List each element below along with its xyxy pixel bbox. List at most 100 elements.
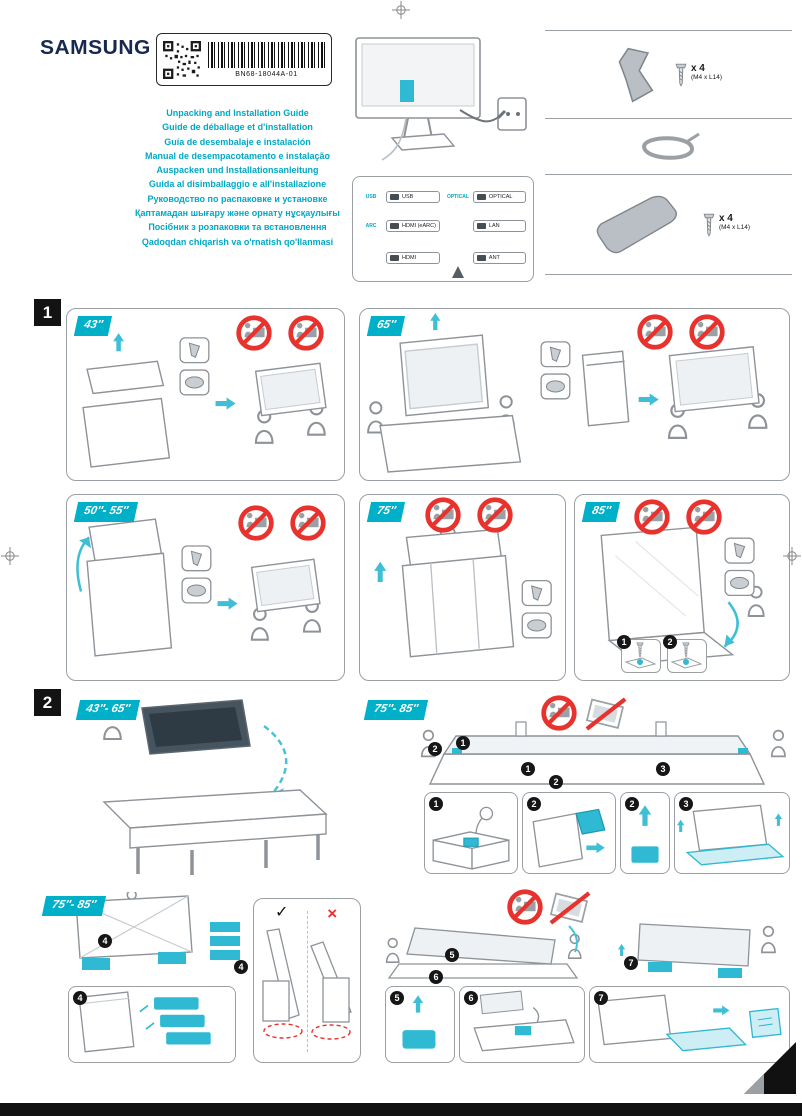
detail-step-1: 1 [424, 792, 518, 874]
arrow-up-icon [374, 561, 387, 582]
step-badge: 2 [549, 775, 563, 789]
panel-unpack-85: 85″ 1 2 [574, 494, 790, 681]
detail-step-4: 4 [68, 986, 236, 1063]
accessory-row-stand-neck: x 4 (M4 x L14) [545, 36, 792, 114]
table-icon [102, 789, 328, 875]
registration-mark-right [783, 547, 801, 565]
barcode [208, 41, 325, 68]
step-badge: 3 [656, 762, 670, 776]
step-badge: 2 [428, 742, 442, 756]
wrong-placement: × [308, 905, 358, 1058]
place-face-down-illustration [420, 721, 786, 785]
screw-icon [675, 63, 687, 87]
lan-port: LAN [472, 219, 526, 232]
tv-in-box-icon [401, 528, 515, 658]
packed-tv-icon [581, 350, 630, 427]
divider [545, 174, 792, 175]
unpack-43-illustration [82, 333, 327, 468]
raise-tv-scene: 5 6 [385, 920, 585, 984]
settop-device-icon [360, 258, 382, 259]
screw-spec: (M4 x L14) [718, 224, 751, 231]
usb-device-icon: USB [365, 194, 377, 200]
part-number: BN68-18044A-01 [235, 70, 298, 78]
title-line: Guía de desembalaje e instalación [164, 136, 311, 147]
detail-step-3: 3 [674, 792, 790, 874]
no-grab-screen-icon [540, 694, 578, 732]
check-mark: ✓ [275, 904, 289, 921]
screw-icon [703, 213, 715, 237]
arrow-up-icon [677, 819, 685, 832]
title-line: Unpacking and Installation Guide [166, 108, 309, 118]
barcode-group: BN68-18044A-01 [208, 41, 325, 78]
no-press-panel-icon [289, 504, 327, 542]
step-badge: 1 [617, 635, 631, 649]
no-press-panel-icon [476, 496, 514, 534]
step-badge: 1 [429, 797, 443, 811]
arrow-up-icon [638, 805, 652, 826]
size-tag-75-85: 75″- 85″ [363, 700, 428, 720]
accessory-row-cable-holder [545, 124, 792, 170]
arrow-right-icon [638, 393, 659, 406]
panel-unpack-65: 65″ [359, 308, 790, 481]
tv-icon [668, 346, 760, 413]
screw-set: x 4 (M4 x L14) [675, 63, 722, 87]
screw-detail-icon [670, 642, 703, 669]
no-press-panel-icon [287, 314, 325, 352]
size-tag-75: 75″ [366, 502, 406, 522]
person-icon [770, 729, 786, 758]
arrow-right-icon [217, 597, 238, 610]
arrow-up-icon [430, 313, 441, 331]
port-cell-optical: OPTICAL OPTICAL [447, 184, 526, 209]
panel-unpack-43: 43″ [66, 308, 345, 481]
step-badge: 2 [663, 635, 677, 649]
cross-mark: × [327, 904, 338, 923]
no-grab-screen-icon [636, 313, 674, 351]
raise-tv-illustration [385, 925, 582, 979]
divider [306, 911, 308, 1052]
upright-tv-illustration [618, 923, 776, 978]
bottom-trim-bar [0, 1103, 802, 1116]
arrow-right-icon [586, 842, 605, 854]
port-cell-hdmi: HDMI [360, 242, 440, 274]
sheet-remove-illustration [597, 994, 782, 1052]
screw-spec: (M4 x L14) [690, 74, 723, 81]
foam-clip-illustration [402, 995, 436, 1049]
box-platform-icon [428, 753, 766, 785]
ant-port: ANT [472, 252, 526, 264]
arrow-up-icon [113, 333, 125, 352]
step-badge: 5 [445, 948, 459, 962]
no-grab-screen-icon [633, 498, 671, 536]
upright-tv-scene: 7 [600, 920, 792, 984]
title-line: Auspacken und Installationsanleitung [156, 165, 319, 176]
stand-parts-icon [521, 579, 552, 639]
unpack-75-illustration [374, 506, 552, 658]
foam-remove-illustration [532, 808, 606, 868]
arrow-up-icon [412, 995, 424, 1013]
stand-parts-icon [540, 341, 571, 400]
tv-in-box-icon [379, 334, 522, 473]
size-tag-43: 43″ [73, 316, 113, 336]
person-icon [760, 925, 776, 954]
panel-unpack-75: 75″ [359, 494, 566, 681]
screw-set: x 4 (M4 x L14) [703, 213, 750, 237]
cable-guide-icon [400, 80, 414, 102]
accessory-row-stand-base: x 4 (M4 x L14) [545, 182, 792, 268]
title-line: Guide de déballage et d'installation [162, 122, 313, 133]
step-badge: 4 [73, 991, 87, 1005]
foam-stack-illustration [78, 991, 211, 1053]
port-hole-icon [390, 222, 399, 229]
title-line: Manual de desempacotamento e instalação [144, 150, 331, 161]
correct-placement: ✓ [257, 905, 307, 1058]
screw-qty: x 4 [690, 63, 705, 74]
hdmi-port: HDMI [386, 252, 440, 264]
port-cell-hdmi-earc: ARC HDMI (eARC) [360, 213, 440, 238]
step-badge: 5 [390, 991, 404, 1005]
antenna-device-icon [447, 248, 469, 278]
foam-lift-illustration [631, 805, 659, 863]
step-badge: 7 [594, 991, 608, 1005]
hdmi-earc-port: HDMI (eARC) [386, 219, 440, 232]
accessories-panel: x 4 (M4 x L14) x 4 (M4 x L14) [545, 28, 792, 276]
step-badge: 2 [527, 797, 541, 811]
step-badge: 7 [624, 956, 638, 970]
